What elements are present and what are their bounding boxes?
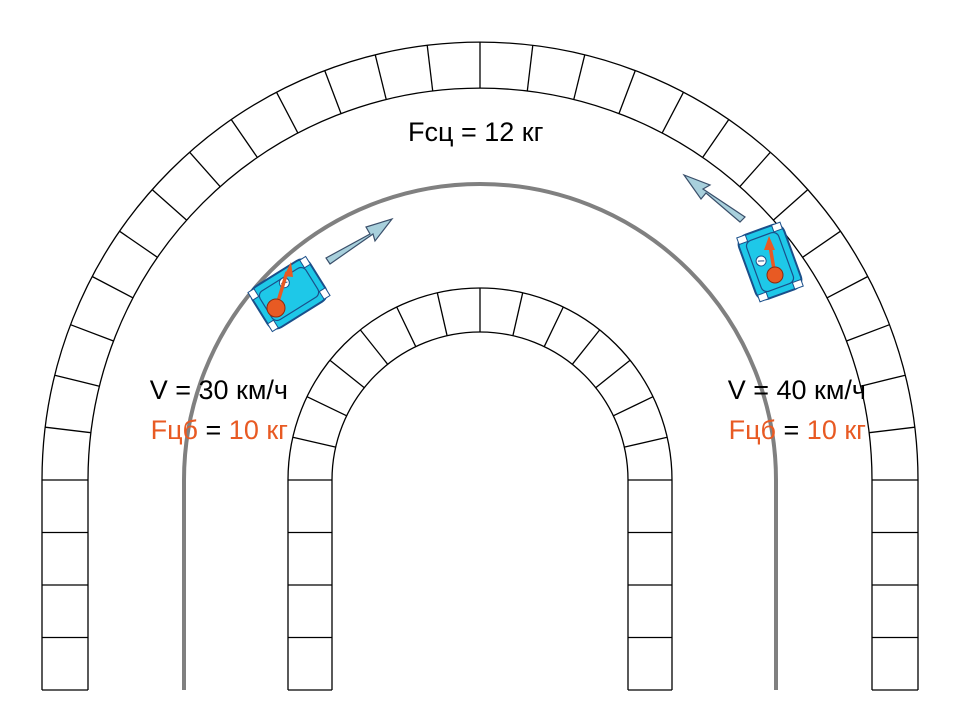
left-force-value: 10 кг bbox=[228, 415, 288, 445]
curb-brick-joint bbox=[661, 91, 685, 134]
curb-brick-joint bbox=[702, 119, 730, 158]
curb-brick-joint bbox=[275, 91, 299, 134]
curb-brick-joint bbox=[802, 230, 841, 258]
curb-brick-joint bbox=[739, 151, 771, 188]
inner-curb bbox=[287, 287, 673, 691]
car-right bbox=[736, 221, 804, 303]
motion-arrow-right bbox=[682, 173, 746, 223]
curb-brick-joint bbox=[869, 426, 915, 434]
curb-brick-joint bbox=[571, 329, 601, 365]
curb-brick-joint bbox=[860, 374, 906, 387]
curb-brick-joint bbox=[292, 436, 336, 448]
curb-brick-joint bbox=[772, 189, 809, 221]
curb-brick-joint bbox=[595, 359, 631, 389]
curb-brick-joint bbox=[436, 292, 448, 336]
curb-brick-joint bbox=[573, 54, 586, 100]
curb-brick-joint bbox=[374, 54, 387, 100]
grip-force-label: Fсц = 12 кг bbox=[408, 117, 544, 147]
left-force-eq: = bbox=[198, 415, 229, 445]
curb-brick-joint bbox=[543, 306, 564, 347]
force-arrowhead-left bbox=[284, 262, 293, 277]
center-of-mass-left bbox=[266, 298, 286, 318]
curb-brick-joint bbox=[396, 306, 417, 347]
curb-brick-joint bbox=[618, 70, 636, 114]
curb-brick-joint bbox=[70, 324, 114, 342]
curb-brick-joint bbox=[526, 45, 534, 91]
right-force-label: Fцб = 10 кг bbox=[650, 414, 866, 446]
curb-brick-joint bbox=[54, 374, 100, 387]
curb-brick-joint bbox=[624, 436, 668, 448]
right-force-name: Fцб bbox=[728, 415, 777, 445]
curb-edge-inner bbox=[331, 331, 629, 690]
curb-brick-joint bbox=[512, 292, 524, 336]
curb-brick-joint bbox=[846, 324, 890, 342]
right-speed-label: V = 40 км/ч bbox=[727, 375, 866, 405]
center-of-mass-right bbox=[766, 266, 784, 284]
curb-brick-joint bbox=[359, 329, 389, 365]
curb-brick-joint bbox=[189, 151, 221, 188]
left-force-label: Fцб = 10 кг bbox=[70, 414, 288, 446]
curb-brick-joint bbox=[119, 230, 158, 258]
outer-curb bbox=[41, 41, 919, 691]
curb-brick-joint bbox=[426, 45, 434, 91]
curb-brick-joint bbox=[324, 70, 342, 114]
left-force-name: Fцб bbox=[150, 415, 199, 445]
right-force-eq: = bbox=[776, 415, 807, 445]
track-line bbox=[182, 182, 778, 690]
left-speed-label: V = 30 км/ч bbox=[149, 375, 288, 405]
curb-brick-joint bbox=[329, 359, 365, 389]
curb-brick-joint bbox=[306, 396, 347, 417]
force-arrowhead-right bbox=[764, 236, 775, 250]
curb-brick-joint bbox=[151, 189, 188, 221]
curb-brick-joint bbox=[230, 119, 258, 158]
curb-edge-inner bbox=[87, 87, 873, 690]
curb-brick-joint bbox=[613, 396, 654, 417]
curb-brick-joint bbox=[45, 426, 91, 434]
curb-brick-joint bbox=[91, 275, 134, 299]
motion-arrow-left bbox=[325, 217, 394, 265]
right-force-value: 10 кг bbox=[806, 415, 866, 445]
curb-edge-outer bbox=[287, 287, 673, 690]
curb-brick-joint bbox=[826, 275, 869, 299]
